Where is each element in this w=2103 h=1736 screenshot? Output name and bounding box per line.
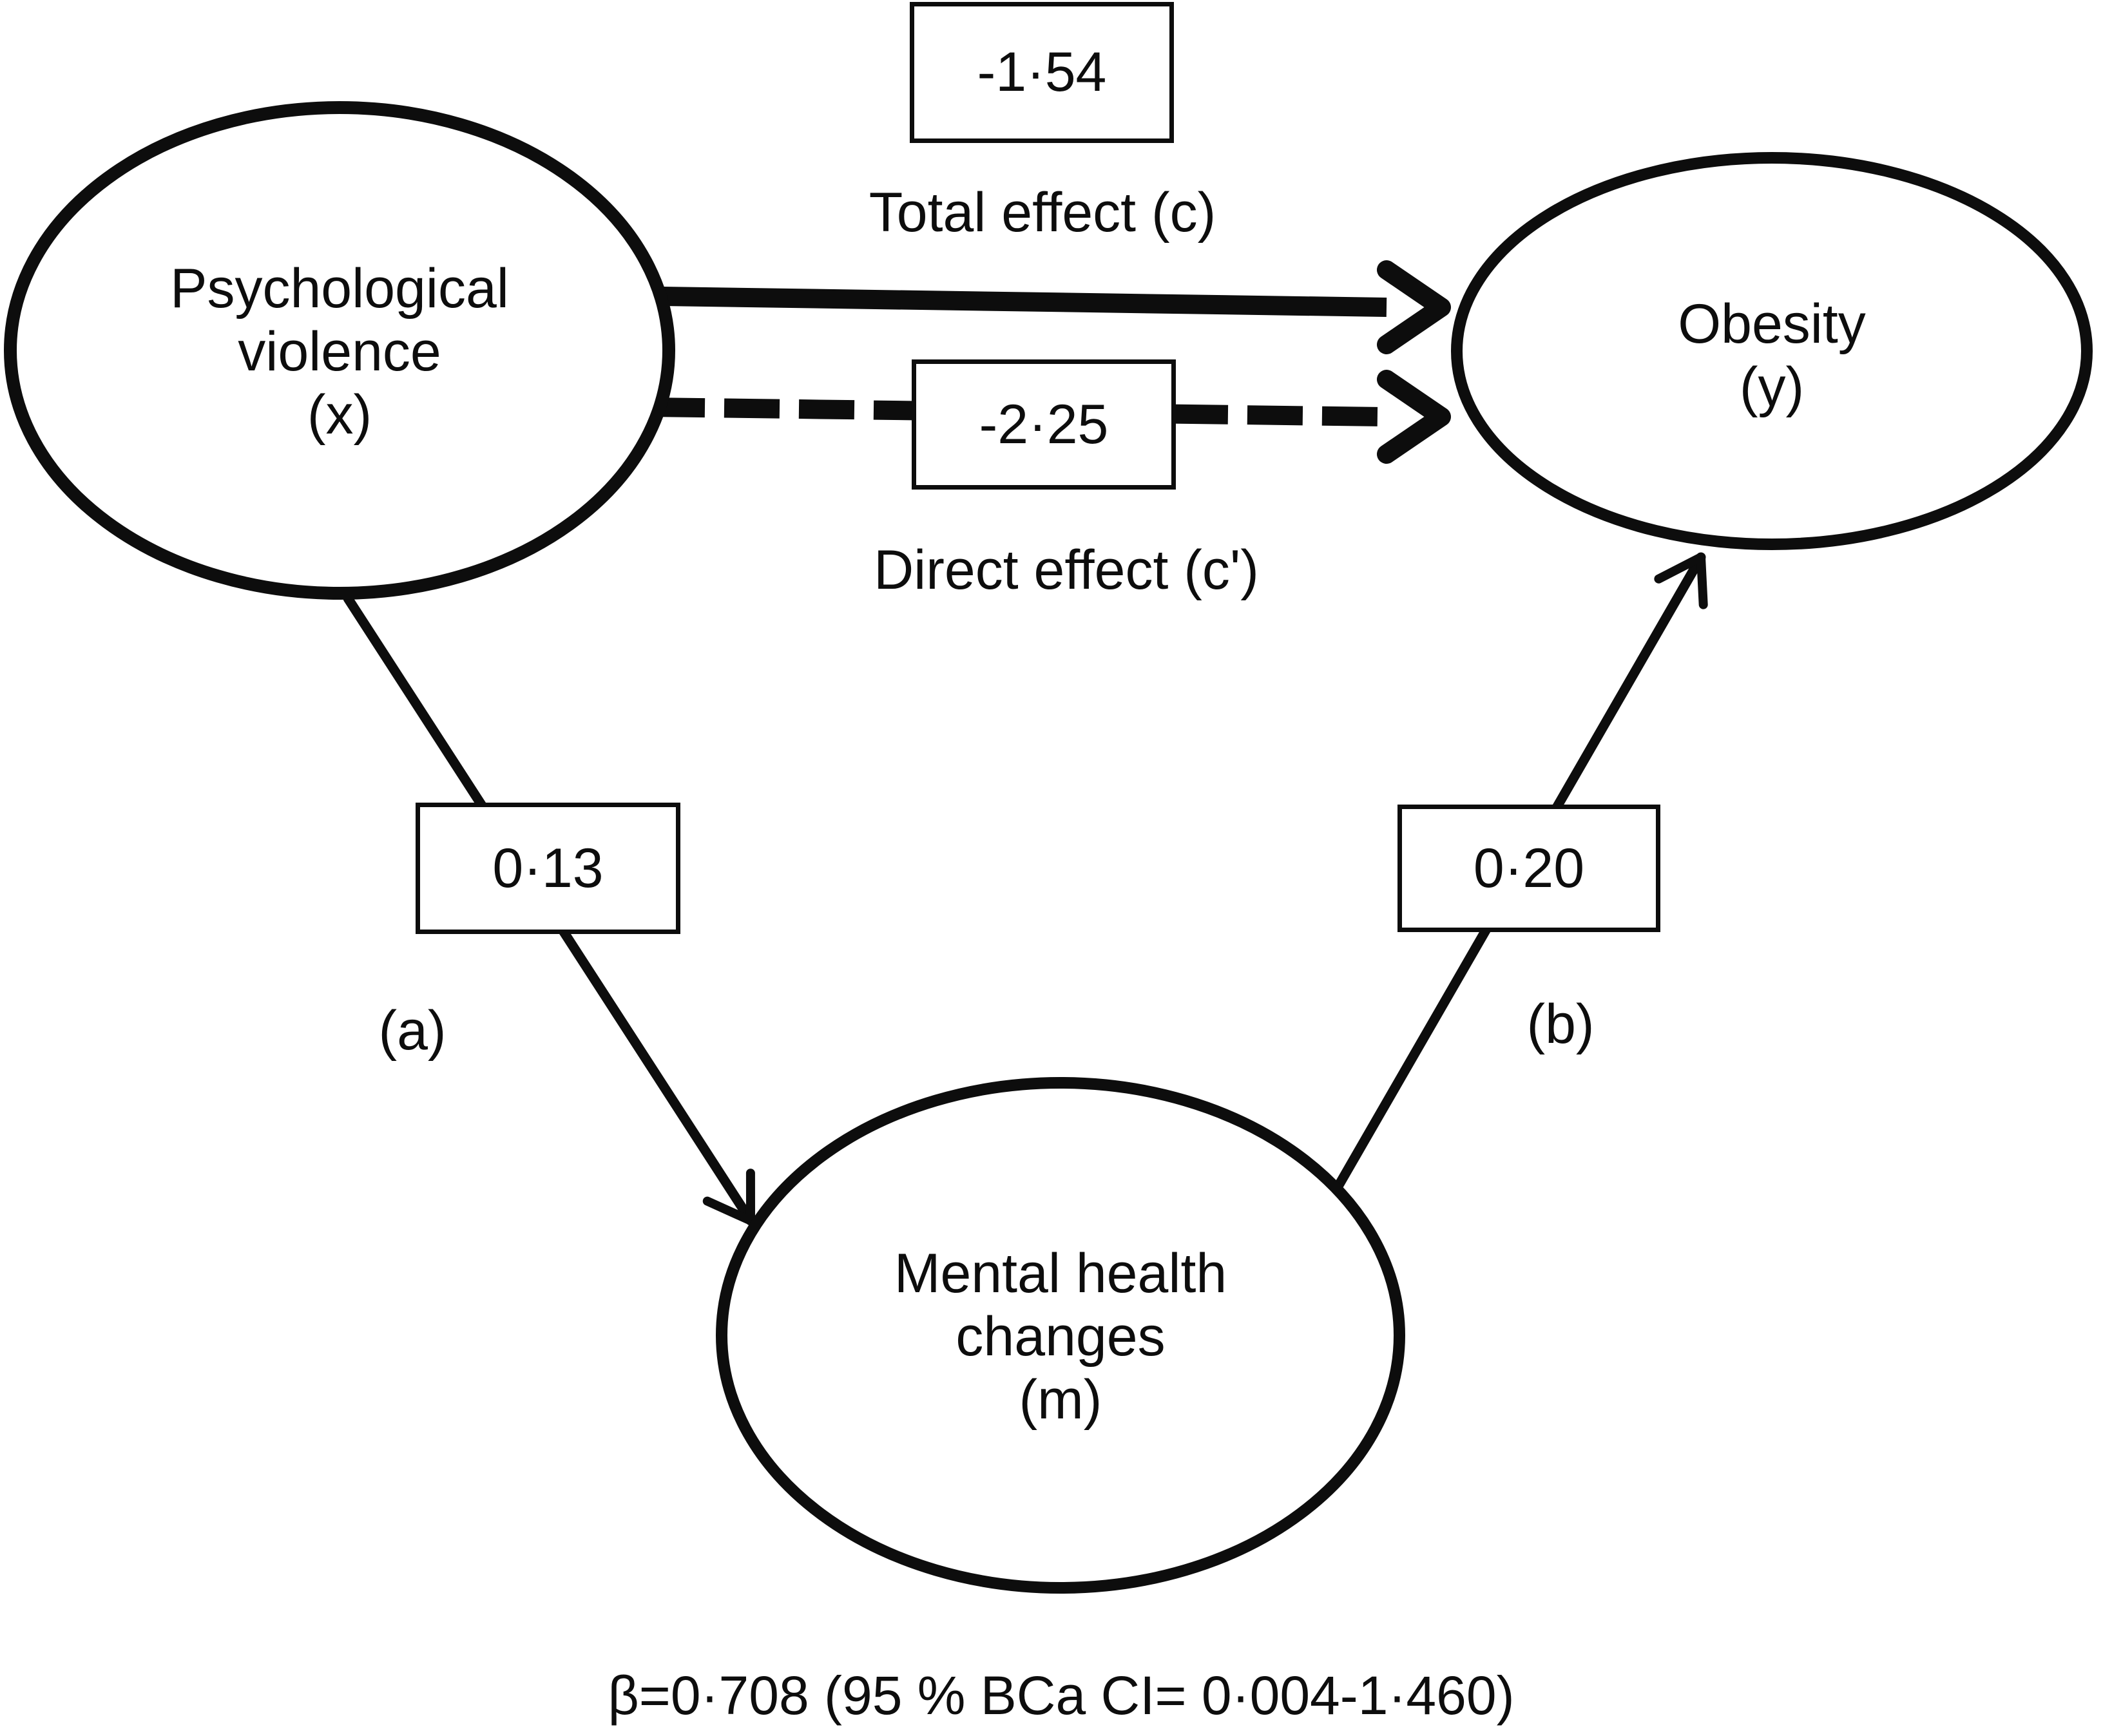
path-b-value: 0·20 (1473, 837, 1585, 899)
total-effect-arrowhead (1377, 260, 1451, 354)
total-effect-label: Total effect (c) (869, 182, 1216, 243)
total-effect-value: -1·54 (977, 41, 1107, 103)
path-a-label: (a) (378, 1000, 447, 1062)
path-b-label: (b) (1526, 993, 1595, 1055)
obesity-node-label: Obesity (y) (1678, 293, 1866, 418)
direct-effect-value: -2·25 (979, 393, 1109, 455)
mental-health-node-label: Mental health changes (m) (894, 1243, 1227, 1431)
psychological-violence-node-shape (4, 101, 675, 600)
direct-effect-arrowhead (1377, 370, 1451, 464)
total-effect-arrow (663, 287, 1387, 317)
mental-health-node-shape (716, 1077, 1405, 1594)
direct-effect-arrow (649, 397, 1386, 426)
direct-effect-value-box: -2·25 (912, 359, 1176, 490)
mediation-stat-text: β=0·708 (95 % BCa CI= 0·004-1·460) (608, 1665, 1515, 1726)
path-b-value-box: 0·20 (1397, 805, 1660, 932)
obesity-node-shape (1451, 152, 2093, 550)
path-a-value-box: 0·13 (416, 803, 680, 934)
total-effect-value-box: -1·54 (910, 2, 1174, 143)
direct-effect-label: Direct effect (c') (874, 539, 1259, 601)
psychological-violence-node-label: Psychological violence (x) (170, 258, 509, 446)
path-a-value: 0·13 (492, 837, 604, 899)
